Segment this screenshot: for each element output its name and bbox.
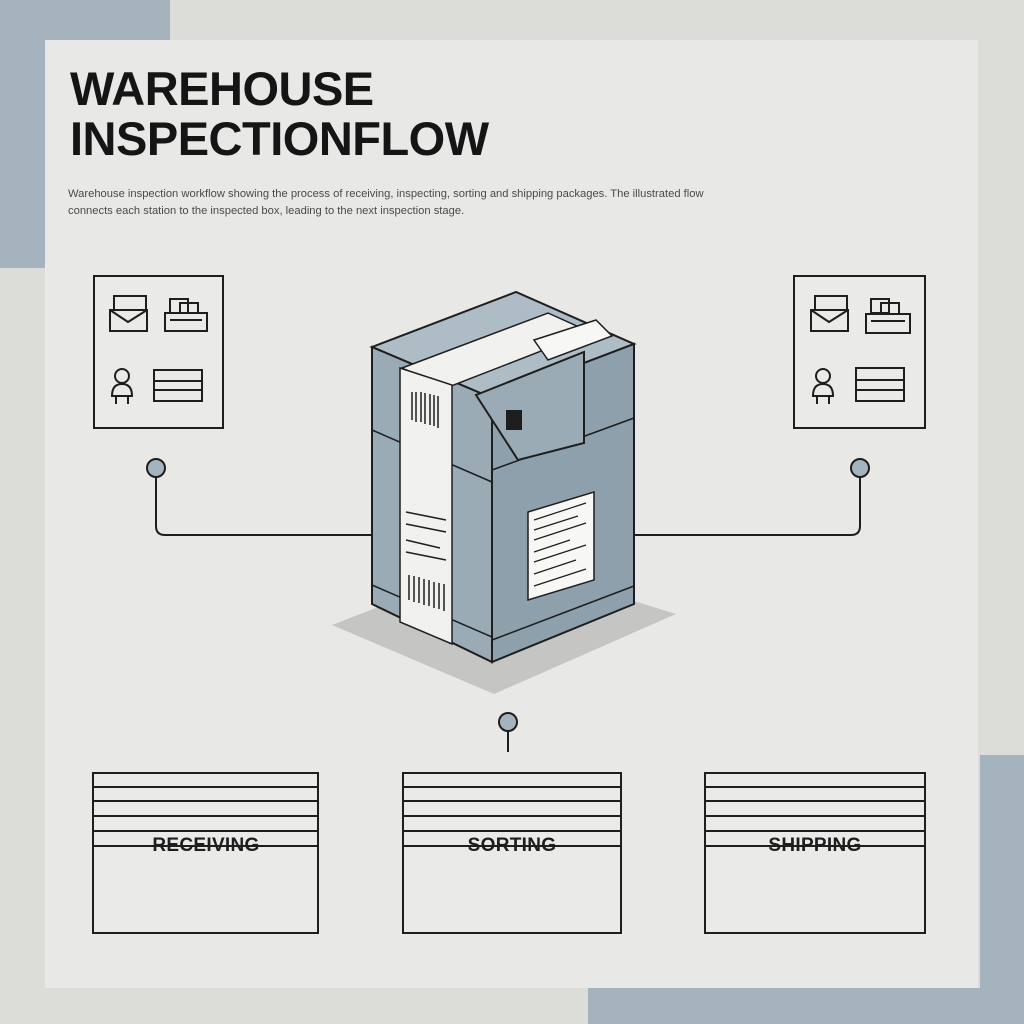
station-card-left [93, 275, 224, 429]
description-text: Warehouse inspection workflow showing th… [68, 188, 704, 217]
stage-box-receiving [92, 772, 319, 934]
accent-block-bottom [588, 988, 1024, 1024]
person-icon [811, 368, 835, 404]
connector-right [635, 458, 870, 536]
stage-box-shipping [704, 772, 926, 934]
stage-label-shipping: SHIPPING [768, 835, 862, 856]
inbox-tray-icon [164, 298, 208, 332]
document-lines-icon [855, 367, 905, 402]
title-line-2: INSPECTIONFLOW [70, 112, 489, 165]
envelope-icon [810, 295, 849, 332]
title-line-1: WAREHOUSE [70, 62, 374, 115]
document-lines-icon [153, 369, 203, 402]
station-card-right [793, 275, 926, 429]
envelope-icon [109, 295, 148, 332]
page-title: WAREHOUSE INSPECTIONFLOW [70, 64, 770, 164]
stage-box-sorting [402, 772, 622, 934]
package-box-icon [332, 290, 676, 694]
stage-label-receiving: RECEIVING [152, 835, 260, 856]
connector-bottom [498, 712, 518, 752]
connector-left [146, 458, 372, 536]
stage-label-sorting: SORTING [467, 835, 557, 856]
inbox-tray-icon [865, 298, 911, 334]
person-icon [110, 368, 134, 404]
accent-block-bottom-right [980, 755, 1024, 1024]
